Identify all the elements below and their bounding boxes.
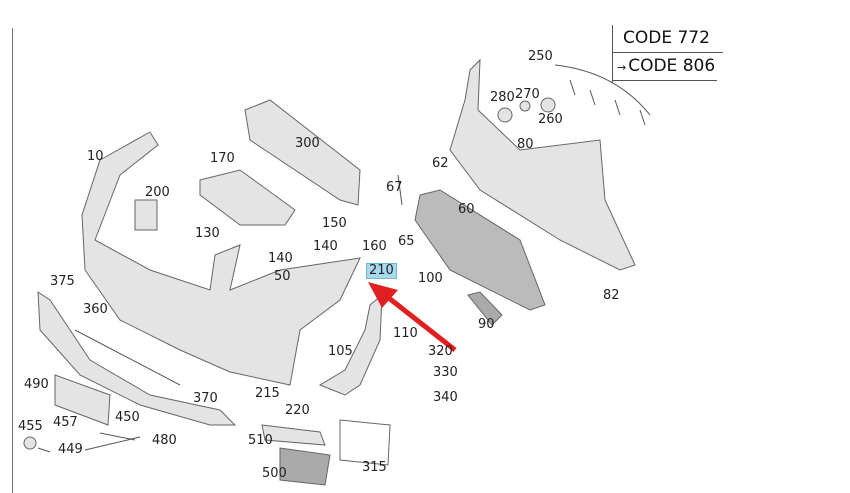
callout-215: 215	[255, 386, 280, 401]
callout-457: 457	[53, 415, 78, 430]
code-legend: CODE 772 →CODE 806	[612, 25, 723, 83]
callout-490: 490	[24, 377, 49, 392]
callout-90: 90	[478, 317, 495, 332]
callout-210-highlighted: 210	[366, 263, 397, 279]
highlight-arrow	[368, 282, 457, 352]
part-280-sensor	[497, 107, 513, 123]
part-10-bumper-cover	[81, 131, 361, 386]
callout-10: 10	[87, 149, 104, 164]
callout-80: 80	[517, 137, 534, 152]
part-60-grille	[414, 189, 546, 311]
callout-280: 280	[490, 90, 515, 105]
callout-65: 65	[398, 234, 415, 249]
callout-340: 340	[433, 390, 458, 405]
callout-260: 260	[538, 112, 563, 127]
code-772-label: CODE 772	[613, 25, 723, 53]
callout-62: 62	[432, 156, 449, 171]
callout-360: 360	[83, 302, 108, 317]
callout-110: 110	[393, 326, 418, 341]
part-315-frame	[339, 419, 391, 466]
callout-150: 150	[322, 216, 347, 231]
callout-82: 82	[603, 288, 620, 303]
frame-border	[12, 28, 13, 493]
part-250-harness	[554, 64, 651, 126]
callout-300: 300	[295, 136, 320, 151]
part-455-clip	[23, 436, 37, 450]
part-110-bracket	[318, 293, 383, 396]
part-370-spoiler	[37, 291, 237, 426]
part-500-grid	[279, 447, 331, 486]
callout-60: 60	[458, 202, 475, 217]
callout-330: 330	[433, 365, 458, 380]
part-450-plate	[54, 374, 111, 426]
code-806-row: →CODE 806	[613, 53, 717, 81]
callout-510: 510	[248, 433, 273, 448]
callout-140b: 140	[313, 239, 338, 254]
callout-160: 160	[362, 239, 387, 254]
callout-105: 105	[328, 344, 353, 359]
callout-500: 500	[262, 466, 287, 481]
callout-320: 320	[428, 344, 453, 359]
callout-315: 315	[362, 460, 387, 475]
callout-480: 480	[152, 433, 177, 448]
callout-220: 220	[285, 403, 310, 418]
callout-375: 375	[50, 274, 75, 289]
callout-170: 170	[210, 151, 235, 166]
callout-200: 200	[145, 185, 170, 200]
part-80-carrier	[449, 58, 636, 271]
part-260-sensor	[540, 97, 556, 113]
part-300-bracket	[244, 99, 361, 206]
callout-67: 67	[386, 180, 403, 195]
part-170-absorber	[199, 169, 296, 226]
callout-449: 449	[58, 442, 83, 457]
part-200-module	[134, 199, 158, 231]
callout-100: 100	[418, 271, 443, 286]
code-806-label: CODE 806	[628, 56, 716, 76]
part-90-grid	[467, 291, 503, 326]
callout-370: 370	[193, 391, 218, 406]
part-510-strip	[261, 424, 326, 446]
callout-455: 455	[18, 419, 43, 434]
callout-450: 450	[115, 410, 140, 425]
leader-67	[397, 174, 403, 206]
callout-250: 250	[528, 49, 553, 64]
arrow-right-icon: →	[617, 61, 627, 74]
callout-50: 50	[274, 269, 291, 284]
callout-140a: 140	[268, 251, 293, 266]
part-270-sensor	[519, 100, 531, 112]
part-360-cable	[74, 329, 181, 386]
leader-449	[37, 432, 141, 453]
callout-270: 270	[515, 87, 540, 102]
callout-130: 130	[195, 226, 220, 241]
